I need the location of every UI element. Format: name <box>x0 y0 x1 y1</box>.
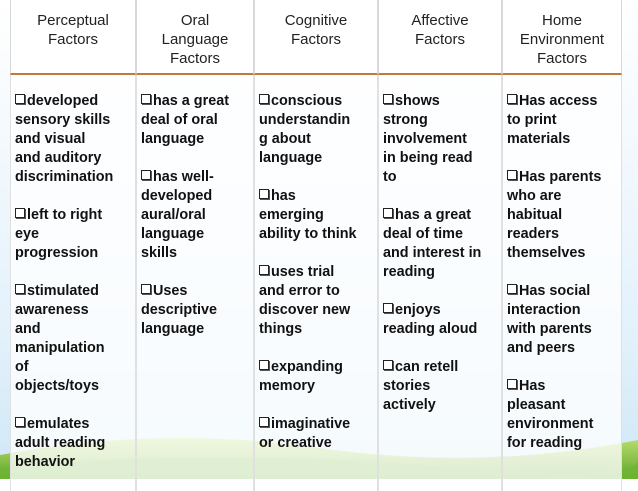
item-text: conscious understandin g about language <box>259 93 351 166</box>
list-item: has emerging ability to think <box>259 187 374 244</box>
header-home-environment: Home Environment Factors <box>502 0 622 75</box>
checkbox-bullet-icon <box>507 94 517 104</box>
list-item: Has social interaction with parents and … <box>507 282 618 358</box>
list-item: shows strong involvement in being read t… <box>383 92 498 187</box>
factors-table: Perceptual Factors Oral Language Factors C… <box>10 0 622 491</box>
item-text: left to right eye progression <box>15 207 103 261</box>
list-item: has a great deal of oral language <box>141 92 250 149</box>
list-item: can retell stories actively <box>383 358 498 415</box>
checkbox-bullet-icon <box>507 170 517 180</box>
header-oral-language: Oral Language Factors <box>136 0 254 75</box>
list-item: stimulated awareness and manipulation of… <box>15 282 132 396</box>
column-oral-language: has a great deal of oral language has wel… <box>136 75 254 491</box>
list-item: Uses descriptive language <box>141 282 250 339</box>
item-text: Has access to print materials <box>507 93 598 147</box>
checkbox-bullet-icon <box>507 284 517 294</box>
checkbox-bullet-icon <box>259 265 269 275</box>
item-text: emulates adult reading behavior <box>15 416 106 470</box>
header-cognitive: Cognitive Factors <box>254 0 378 75</box>
checkbox-bullet-icon <box>383 303 393 313</box>
item-text: developed sensory skills and visual and … <box>15 93 114 185</box>
checkbox-bullet-icon <box>383 360 393 370</box>
list-item: Has pleasant environment for reading <box>507 377 618 453</box>
list-item: developed sensory skills and visual and … <box>15 92 132 187</box>
list-item: expanding memory <box>259 358 374 396</box>
checkbox-bullet-icon <box>141 170 151 180</box>
list-item: has a great deal of time and interest in… <box>383 206 498 282</box>
item-text: has emerging ability to think <box>259 188 357 242</box>
header-label: Perceptual Factors <box>37 12 109 48</box>
column-perceptual: developed sensory skills and visual and … <box>10 75 136 491</box>
item-text: Has pleasant environment for reading <box>507 378 594 451</box>
item-text: has a great deal of oral language <box>141 93 229 147</box>
item-text: uses trial and error to discover new thi… <box>259 264 351 337</box>
list-item: Has parents who are habitual readers the… <box>507 168 618 263</box>
header-label: Oral Language Factors <box>161 12 229 67</box>
list-item: imaginative or creative <box>259 415 374 453</box>
list-item: left to right eye progression <box>15 206 132 263</box>
list-item: enjoys reading aloud <box>383 301 498 339</box>
list-item: Has access to print materials <box>507 92 618 149</box>
header-label: Cognitive Factors <box>284 12 348 48</box>
header-label: Home Environment Factors <box>519 12 605 67</box>
checkbox-bullet-icon <box>15 284 25 294</box>
item-text: imaginative or creative <box>259 416 351 451</box>
item-text: can retell stories actively <box>383 359 459 413</box>
item-text: Has social interaction with parents and … <box>507 283 592 356</box>
list-item: has well- developed aural/oral language … <box>141 168 250 263</box>
checkbox-bullet-icon <box>259 360 269 370</box>
item-text: enjoys reading aloud <box>383 302 478 337</box>
checkbox-bullet-icon <box>15 208 25 218</box>
checkbox-bullet-icon <box>507 379 517 389</box>
list-item: emulates adult reading behavior <box>15 415 132 472</box>
checkbox-bullet-icon <box>383 208 393 218</box>
checkbox-bullet-icon <box>259 94 269 104</box>
column-affective: shows strong involvement in being read t… <box>378 75 502 491</box>
header-perceptual: Perceptual Factors <box>10 0 136 75</box>
list-item: uses trial and error to discover new thi… <box>259 263 374 339</box>
checkbox-bullet-icon <box>15 94 25 104</box>
list-item: conscious understandin g about language <box>259 92 374 168</box>
checkbox-bullet-icon <box>259 417 269 427</box>
item-text: Has parents who are habitual readers the… <box>507 169 602 261</box>
checkbox-bullet-icon <box>259 189 269 199</box>
checkbox-bullet-icon <box>141 284 151 294</box>
item-text: stimulated awareness and manipulation of… <box>15 283 105 394</box>
header-affective: Affective Factors <box>378 0 502 75</box>
checkbox-bullet-icon <box>383 94 393 104</box>
checkbox-bullet-icon <box>141 94 151 104</box>
column-cognitive: conscious understandin g about language h… <box>254 75 378 491</box>
item-text: has well- developed aural/oral language … <box>141 169 214 261</box>
item-text: shows strong involvement in being read t… <box>383 93 473 185</box>
item-text: has a great deal of time and interest in… <box>383 207 482 280</box>
checkbox-bullet-icon <box>15 417 25 427</box>
header-label: Affective Factors <box>411 12 469 48</box>
item-text: Uses descriptive language <box>141 283 217 337</box>
item-text: expanding memory <box>259 359 343 394</box>
